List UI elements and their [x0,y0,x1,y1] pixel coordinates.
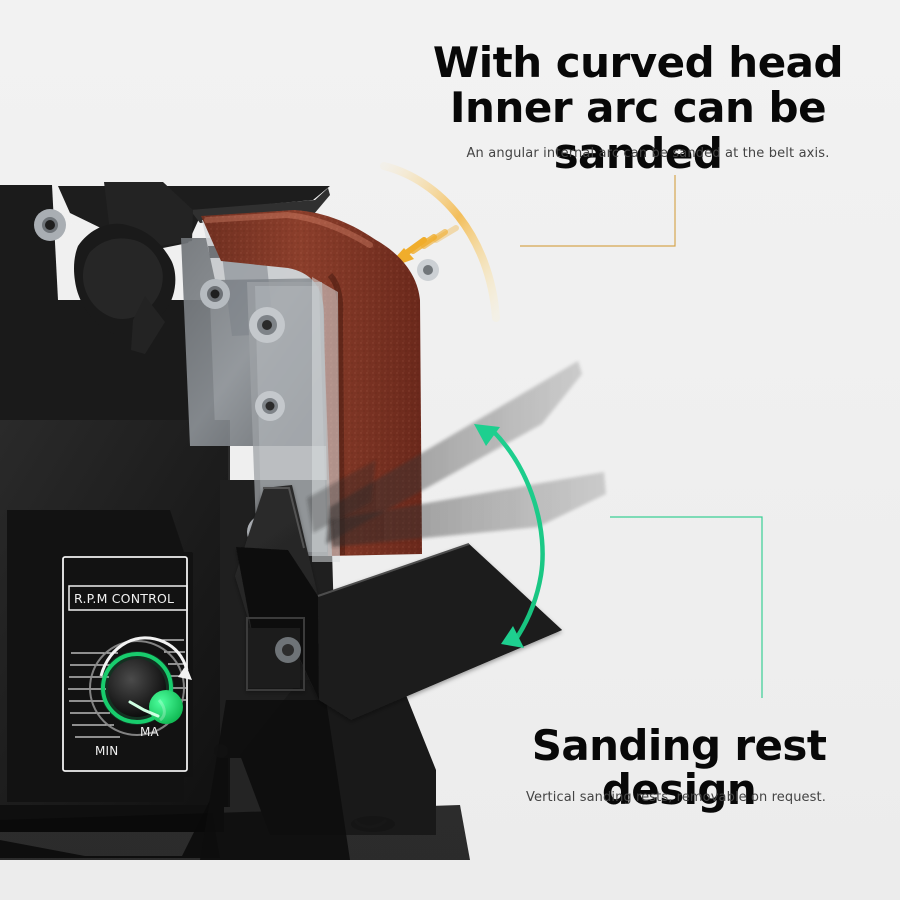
screw-icon [34,209,66,241]
top-caption: An angular internal arc can be sanded at… [466,146,830,161]
bottom-caption: Vertical sanding rests, removable on req… [526,790,826,805]
rpm-label: R.P.M CONTROL [74,591,174,606]
bottom-title: Sanding rest design [531,721,827,815]
screw-icon [417,259,439,281]
tilt-position-ghosts [307,361,606,547]
max-label: MA [140,725,160,739]
screw-icon [249,307,285,343]
screw-icon [200,279,230,309]
headline-line-1: With curved head [432,38,844,87]
adjustment-knob [74,223,176,354]
min-label: MIN [95,744,118,758]
green-motion-arrow-icon [474,424,763,698]
screw-icon [255,391,285,421]
headline-line-2: Inner arc can be sanded [449,83,827,178]
rpm-control-panel: R.P.M CONTROL MIN MA [57,552,193,777]
headline: With curved head Inner arc can be sanded [408,40,868,176]
sanding-rest [235,485,562,720]
lower-details [214,637,395,832]
orange-arc-indicator [380,162,676,322]
